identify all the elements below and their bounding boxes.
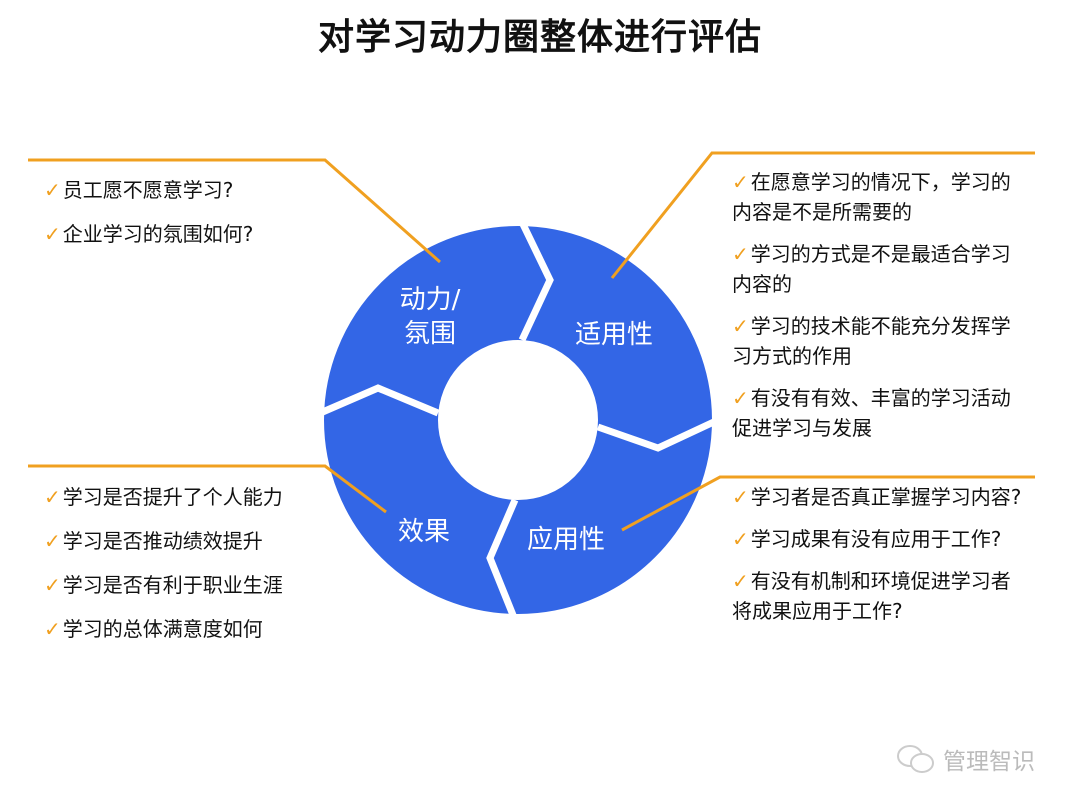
item-text: 学习是否有利于职业生涯 [62,573,283,597]
list-item: ✓学习是否提升了个人能力 [44,482,334,512]
callout-line-bottom-left [28,464,387,514]
list-item: ✓学习的方式是不是最适合学习内容的 [732,239,1024,299]
applicability-questions: ✓在愿意学习的情况下，学习的内容是不是所需要的 ✓学习的方式是不是最适合学习内容… [732,167,1024,455]
ring-separator-right [596,416,720,452]
check-icon: ✓ [44,222,61,246]
slide-title: 对学习动力圈整体进行评估 [317,17,762,58]
ring-separator-top [516,216,554,342]
effect-questions: ✓学习是否提升了个人能力 ✓学习是否推动绩效提升 ✓学习是否有利于职业生涯 ✓学… [44,482,334,658]
item-text: 学习的方式是不是最适合学习内容的 [732,242,1011,296]
cycle-ring [324,226,712,614]
check-icon: ✓ [732,314,749,338]
check-icon: ✓ [44,485,61,509]
segment-motivation: 动力/氛围 [399,285,461,349]
list-item: ✓学习是否推动绩效提升 [44,526,334,556]
application-questions: ✓学习者是否真正掌握学习内容? ✓学习成果有没有应用于工作? ✓有没有机制和环境… [732,482,1024,638]
callout-line-top-right [610,151,1035,279]
item-text: 有没有有效、丰富的学习活动促进学习与发展 [732,386,1011,440]
motivation-questions: ✓员工愿不愿意学习? ✓企业学习的氛围如何? [44,175,324,263]
list-item: ✓有没有机制和环境促进学习者将成果应用于工作? [732,566,1024,626]
item-text: 企业学习的氛围如何? [62,222,254,246]
item-text: 学习成果有没有应用于工作? [750,527,1002,551]
list-item: ✓在愿意学习的情况下，学习的内容是不是所需要的 [732,167,1024,227]
item-text: 学习是否推动绩效提升 [62,529,263,553]
ring-separator-left [316,384,440,418]
item-text: 学习者是否真正掌握学习内容? [750,485,1022,509]
item-text: 有没有机制和环境促进学习者将成果应用于工作? [732,569,1011,623]
check-icon: ✓ [732,485,749,509]
list-item: ✓学习的总体满意度如何 [44,614,334,644]
callout-line-bottom-right [621,475,1035,532]
check-icon: ✓ [732,569,749,593]
watermark: 管理智识 [895,742,1035,776]
item-text: 员工愿不愿意学习? [62,178,234,202]
list-item: ✓学习者是否真正掌握学习内容? [732,482,1024,512]
check-icon: ✓ [732,170,749,194]
check-icon: ✓ [732,527,749,551]
check-icon: ✓ [44,178,61,202]
segment-applicability: 适用性 [575,320,654,350]
segment-effect: 效果 [398,517,451,547]
item-text: 学习是否提升了个人能力 [62,485,283,509]
list-item: ✓学习是否有利于职业生涯 [44,570,334,600]
list-item: ✓企业学习的氛围如何? [44,219,324,249]
watermark-text: 管理智识 [943,749,1035,775]
check-icon: ✓ [44,573,61,597]
ring-separator-bottom [486,498,519,622]
list-item: ✓有没有有效、丰富的学习活动促进学习与发展 [732,383,1024,443]
item-text: 学习的总体满意度如何 [62,617,263,641]
list-item: ✓员工愿不愿意学习? [44,175,324,205]
check-icon: ✓ [732,242,749,266]
check-icon: ✓ [732,386,749,410]
list-item: ✓学习的技术能不能充分发挥学习方式的作用 [732,311,1024,371]
callout-line-top-left [28,158,441,264]
item-text: 学习的技术能不能充分发挥学习方式的作用 [732,314,1011,368]
list-item: ✓学习成果有没有应用于工作? [732,524,1024,554]
check-icon: ✓ [44,529,61,553]
segment-application: 应用性 [527,525,606,555]
wechat-icon [897,745,934,773]
check-icon: ✓ [44,617,61,641]
item-text: 在愿意学习的情况下，学习的内容是不是所需要的 [732,170,1011,224]
